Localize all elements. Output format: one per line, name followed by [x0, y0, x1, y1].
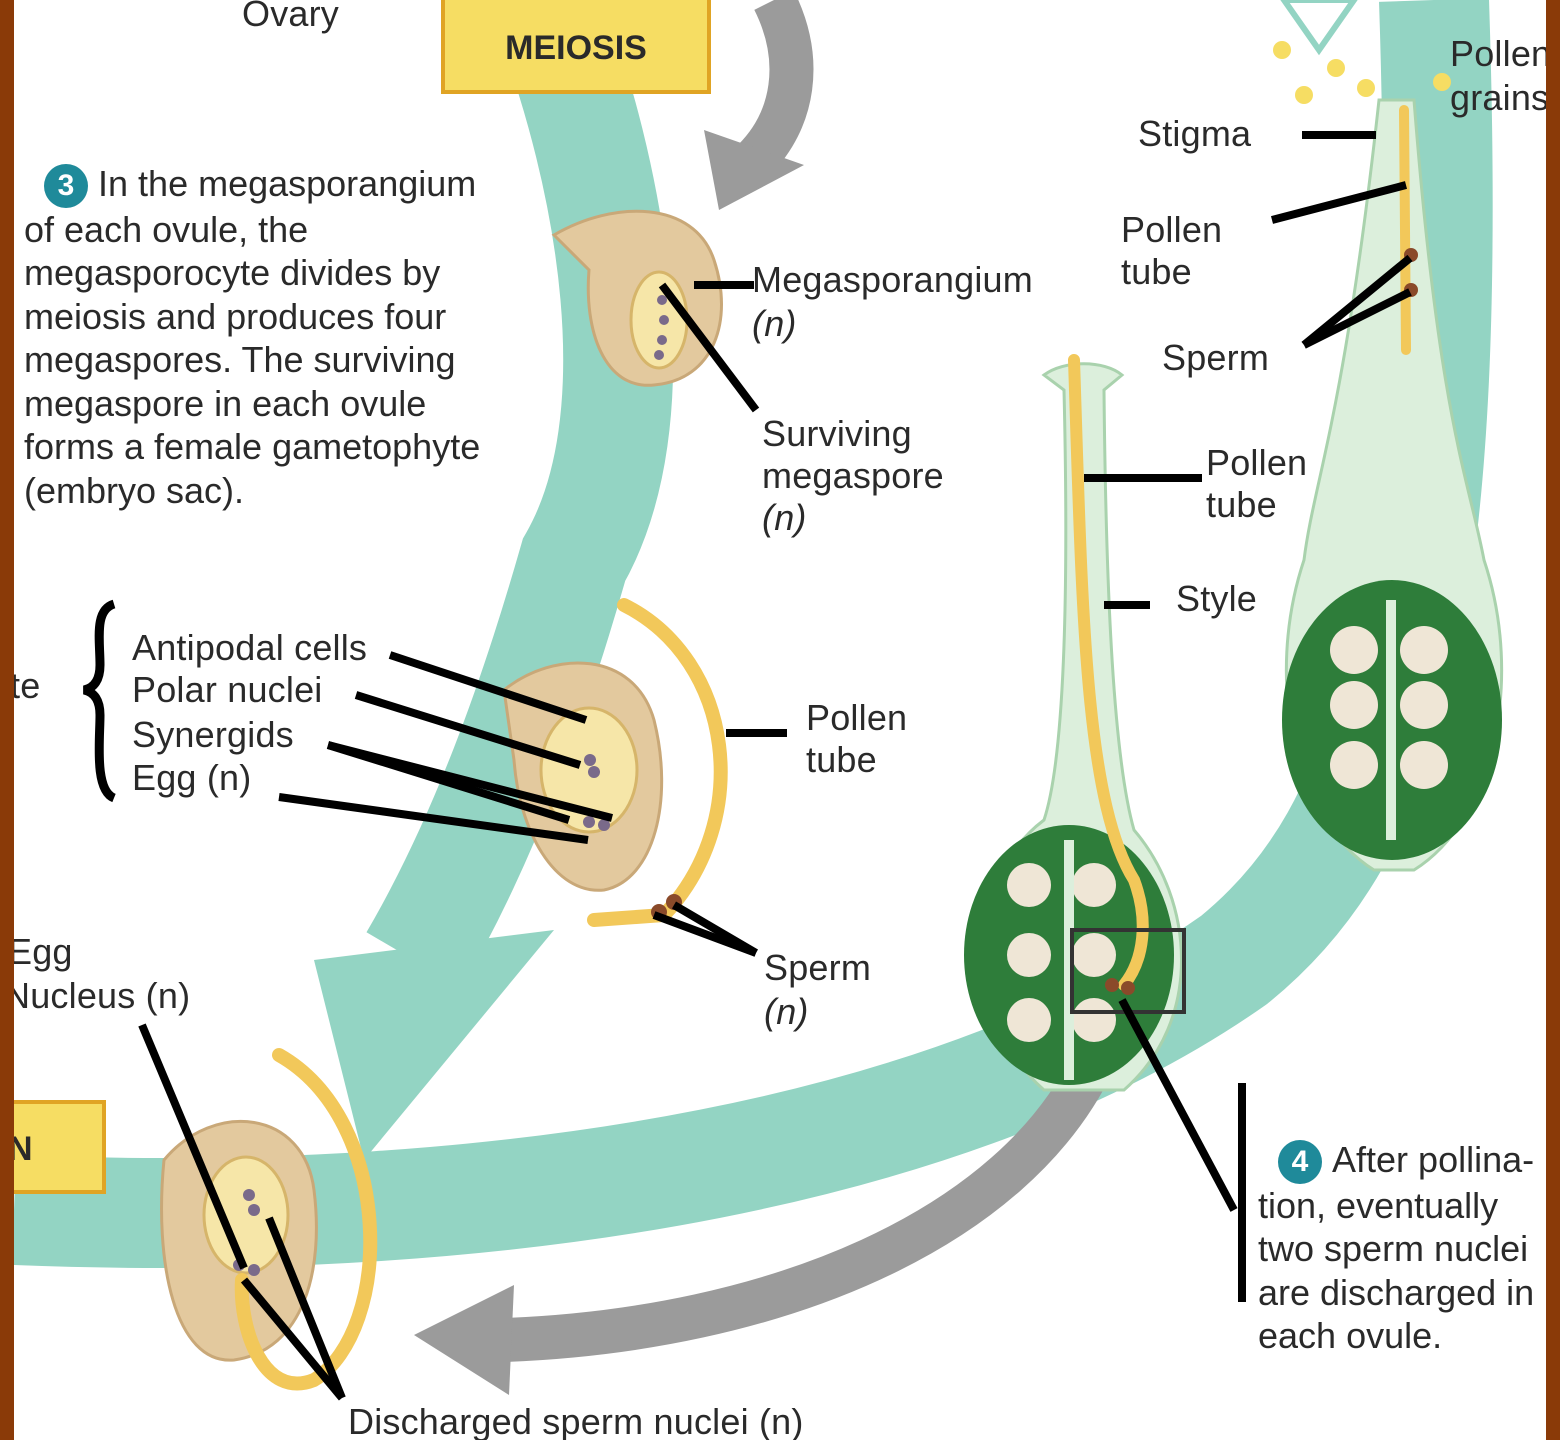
sperm-n-label-2: (n): [764, 990, 809, 1033]
bracket-brace: [84, 604, 114, 798]
fertilization-box-partial: N: [14, 1100, 106, 1194]
female-gametophyte-label-partial: te: [14, 664, 40, 707]
egg-partial-label: Egg: [14, 930, 73, 973]
synergids-label: Synergids: [132, 713, 294, 756]
meiosis-box: MEIOSIS: [441, 0, 711, 94]
step-4-badge: 4: [1278, 1140, 1322, 1184]
pollen-grains-label-2: grains: [1450, 76, 1546, 119]
step-3-badge: 3: [44, 164, 88, 208]
polar-nuclei-label: Polar nuclei: [132, 668, 323, 711]
megasporangium-label-1: Megasporangium: [752, 258, 1033, 301]
megasporangium-label-2: (n): [752, 302, 797, 345]
surviving-megaspore-label-3: (n): [762, 496, 807, 539]
pollen-tube-low-label-1: Pollen: [806, 696, 907, 739]
pistil-middle: [964, 360, 1184, 1090]
pollen-tube-mid-label-1: Pollen: [1206, 441, 1307, 484]
pollen-grains-label-1: Pollen: [1450, 32, 1546, 75]
surviving-megaspore-label-1: Surviving: [762, 412, 912, 455]
antipodal-cells-label: Antipodal cells: [132, 626, 367, 669]
sperm-top-label: Sperm: [1162, 336, 1269, 379]
sperm-n-label-1: Sperm: [764, 946, 871, 989]
meiosis-label: MEIOSIS: [505, 29, 647, 67]
step-3-text: In the megasporangium of each ovule, the…: [24, 163, 480, 511]
fertilization-label-partial: N: [14, 1130, 33, 1168]
diagram-panel: MEIOSIS N Ovary Pollen grains Stigma Pol…: [14, 0, 1546, 1440]
surviving-megaspore-label-2: megaspore: [762, 454, 944, 497]
pollen-tube-top-label-2: tube: [1121, 250, 1192, 293]
style-label: Style: [1176, 577, 1257, 620]
pollen-tube-mid-label-2: tube: [1206, 483, 1277, 526]
ovary-label: Ovary: [242, 0, 339, 35]
stigma-label: Stigma: [1138, 112, 1251, 155]
pollen-tube-top-label-1: Pollen: [1121, 208, 1222, 251]
nucleus-partial-label: Nucleus (n): [14, 974, 190, 1017]
discharged-sperm-label: Discharged sperm nuclei (n): [348, 1400, 804, 1440]
egg-label: Egg (n): [132, 756, 251, 799]
pollen-tube-low-label-2: tube: [806, 738, 877, 781]
